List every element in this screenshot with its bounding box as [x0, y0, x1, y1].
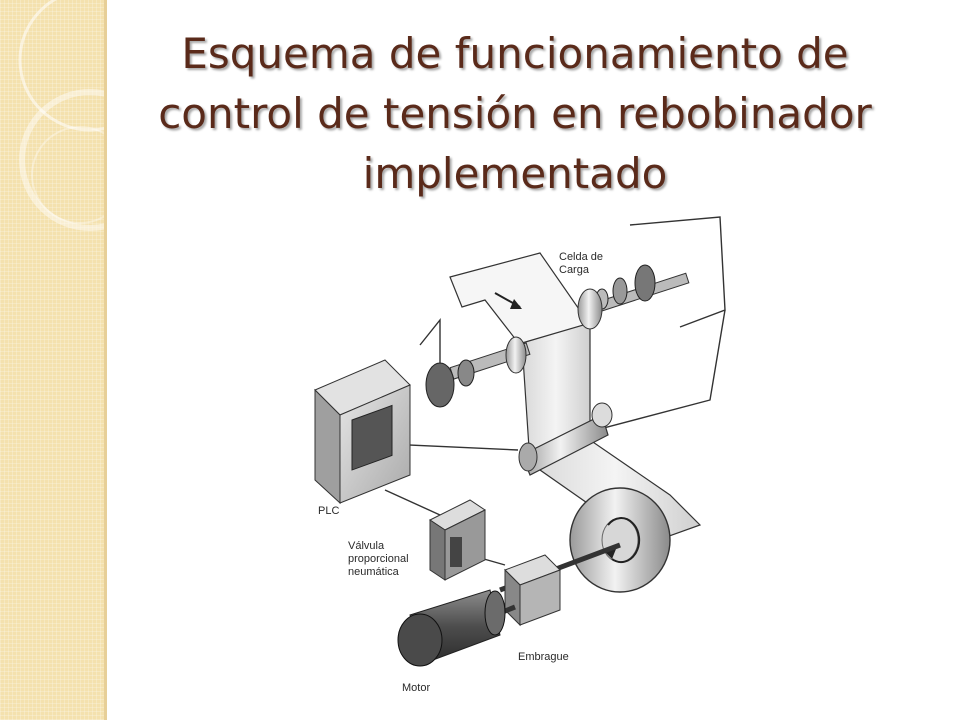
decorative-sidebar: [0, 0, 107, 720]
paper-web: [449, 252, 702, 551]
clutch-unit: [494, 554, 561, 627]
idler-roller: [518, 402, 613, 476]
sidebar-swirl-decoration: [18, 0, 104, 231]
diagram-illustration: [314, 216, 726, 667]
label-motor: Motor: [402, 682, 431, 694]
encoder-shaft: [425, 336, 531, 408]
tension-control-diagram: Celda de Carga PLC Válvula proporcional …: [290, 195, 750, 720]
label-plc: PLC: [318, 505, 340, 517]
load-cell-shaft: [577, 264, 690, 330]
label-valve: Válvula proporcional neumática: [348, 540, 409, 578]
valve-unit: [429, 499, 486, 581]
motor-unit: [397, 589, 506, 667]
label-load-cell: Celda de Carga: [559, 251, 604, 276]
plc-cabinet: [314, 359, 411, 505]
label-clutch: Embrague: [518, 651, 569, 663]
slide-title: Esquema de funcionamiento de control de …: [158, 29, 872, 198]
